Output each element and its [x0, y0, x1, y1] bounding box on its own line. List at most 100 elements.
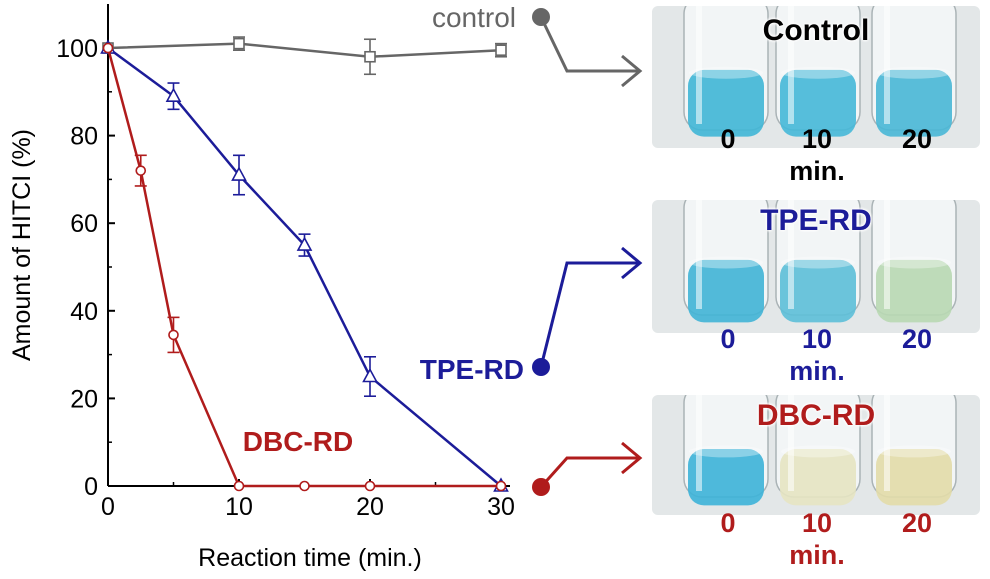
data-point [364, 480, 376, 492]
liquid-meniscus [877, 256, 951, 269]
liquid-meniscus [689, 256, 763, 269]
vial-liquid [876, 69, 952, 137]
series-line [107, 42, 502, 59]
y-tick-label: 40 [70, 298, 98, 326]
data-point [231, 166, 247, 181]
legend-dbc-rd: DBC-RD [243, 426, 353, 457]
photo-panel-control: Control [652, 6, 980, 148]
series-tpe-rd [100, 39, 509, 492]
glass-highlight [696, 395, 702, 491]
connector-dbc-rd [532, 441, 643, 496]
vial-0 [683, 6, 769, 137]
unit-label-control: min. [789, 156, 845, 186]
glass-highlight [788, 6, 794, 124]
x-tick-label: 10 [225, 493, 253, 521]
vial-liquid [688, 449, 764, 506]
x-tick-label: 0 [101, 493, 115, 521]
vial-10 [775, 200, 861, 323]
y-tick-label: 100 [56, 35, 98, 63]
time-label-control-10: 10 [801, 124, 833, 154]
glass-highlight [884, 200, 890, 309]
time-label-tpe-20: 20 [901, 324, 933, 354]
y-axis-label: Amount of HITCI (%) [8, 129, 36, 361]
x-tick-label: 30 [487, 493, 515, 521]
photo-title-dbc-rd: DBC-RD [756, 399, 876, 432]
x-tick-label: 20 [356, 493, 384, 521]
data-point [135, 165, 147, 176]
photo-title-control: Control [762, 14, 870, 47]
time-label-dbc-20: 20 [901, 508, 933, 538]
glass-highlight [788, 200, 794, 309]
connector-tpe-rd [532, 246, 643, 376]
vial-liquid [688, 259, 764, 323]
y-tick-label: 80 [70, 123, 98, 151]
vial-liquid [780, 69, 856, 137]
vials-photo-dbc-rd [652, 395, 980, 515]
data-point [495, 44, 507, 56]
connector-arrowhead-control [621, 54, 643, 88]
connector-control [532, 8, 643, 88]
data-point [165, 87, 182, 102]
series-layer [100, 36, 509, 492]
legend-tpe-rd: TPE-RD [420, 354, 524, 385]
time-label-tpe-10: 10 [801, 324, 833, 354]
connector-arrowhead-dbc-rd [621, 441, 643, 475]
x-axis-label: Reaction time (min.) [198, 544, 422, 572]
connector-line-tpe-rd [539, 261, 638, 368]
vial-20 [871, 395, 957, 506]
photo-title-tpe-rd: TPE-RD [760, 204, 872, 237]
liquid-meniscus [877, 445, 951, 458]
data-point [233, 480, 245, 492]
time-label-dbc-0: 0 [720, 508, 736, 538]
vial-liquid [876, 449, 952, 506]
time-label-dbc-10: 10 [801, 508, 833, 538]
time-label-control-20: 20 [901, 124, 933, 154]
photo-panel-dbc-rd: DBC-RD [652, 395, 980, 515]
liquid-meniscus [689, 66, 763, 79]
series-line [106, 47, 501, 488]
series-dbc-rd [102, 42, 507, 492]
liquid-meniscus [781, 66, 855, 79]
data-point [364, 50, 376, 63]
vial-liquid [780, 449, 856, 506]
vials-photo-control [652, 6, 980, 148]
liquid-meniscus [781, 445, 855, 458]
data-point [102, 42, 114, 54]
series-line [107, 46, 502, 487]
vial-liquid [688, 69, 764, 137]
liquid-meniscus [689, 445, 763, 458]
vial-liquid [876, 259, 952, 323]
vial-10 [775, 6, 861, 137]
glass-highlight [696, 200, 702, 309]
y-tick-label: 60 [70, 210, 98, 238]
legend-control: control [432, 2, 516, 33]
data-point [495, 480, 507, 492]
vials-photo-tpe-rd [652, 200, 980, 333]
vial-liquid [780, 259, 856, 323]
data-point [168, 329, 179, 341]
data-point [362, 367, 378, 383]
time-label-control-0: 0 [720, 124, 736, 154]
vial-20 [871, 200, 957, 323]
connector-arrowhead-tpe-rd [621, 246, 643, 280]
data-point [296, 236, 313, 251]
time-label-tpe-0: 0 [720, 324, 736, 354]
photo-panel-tpe-rd: TPE-RD [652, 200, 980, 333]
liquid-meniscus [781, 256, 855, 269]
data-point [299, 480, 310, 492]
vial-10 [775, 395, 861, 506]
y-tick-label: 0 [84, 473, 98, 501]
glass-highlight [884, 6, 890, 124]
glass-highlight [788, 395, 794, 491]
unit-label-tpe-rd: min. [789, 356, 845, 386]
glass-highlight [696, 6, 702, 124]
vial-0 [683, 395, 769, 506]
glass-highlight [884, 395, 890, 491]
vial-20 [871, 6, 957, 137]
connector-line-control [539, 16, 638, 73]
data-point [233, 37, 245, 50]
unit-label-dbc-rd: min. [789, 540, 845, 570]
series-control [102, 36, 507, 76]
